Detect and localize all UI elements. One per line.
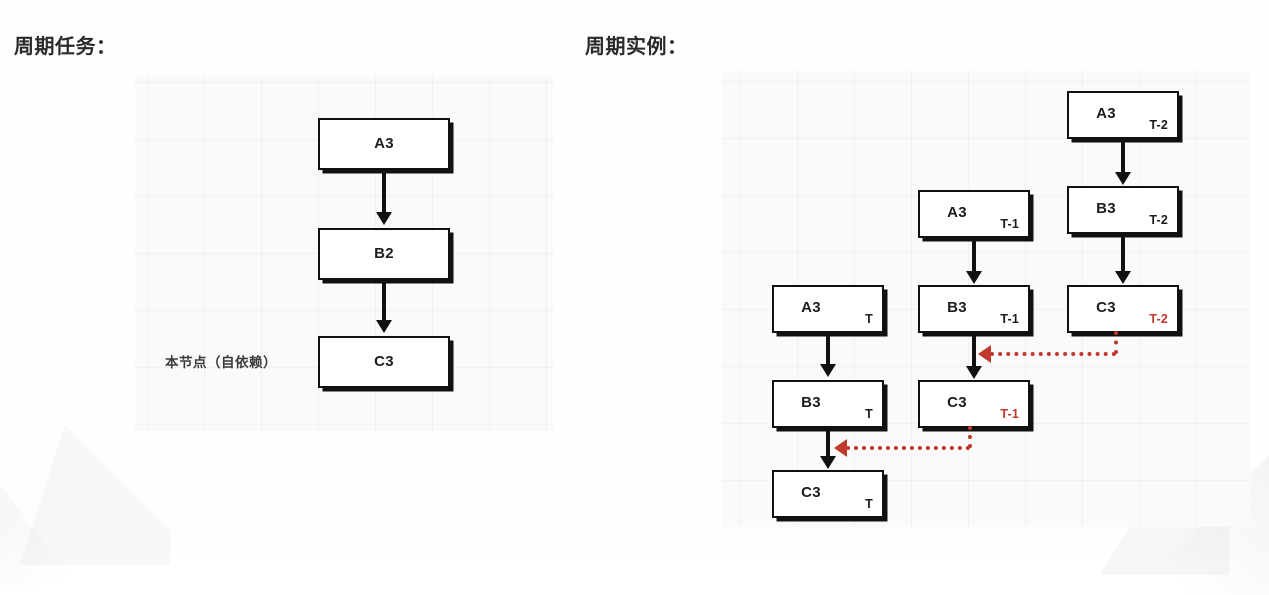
- node-cycle-tag: T: [865, 407, 873, 421]
- node-label: B2: [374, 245, 394, 263]
- node-cycle-tag: T-1: [1000, 407, 1019, 421]
- edge-b3t-to-c3t-arrowhead: [819, 456, 836, 469]
- node-b3-t[interactable]: B3 T: [772, 380, 884, 428]
- node-cycle-tag: T: [865, 312, 873, 326]
- edge-a3t2-to-b3t2-line: [1121, 139, 1125, 174]
- node-label: B3: [801, 394, 821, 412]
- edge-b2-to-c3-line: [382, 280, 386, 323]
- node-cycle-tag: T-2: [1149, 118, 1168, 132]
- decorative-corner-shape-bottom-left-2: [20, 425, 170, 565]
- node-cycle-tag: T: [865, 497, 873, 511]
- edge-b3t2-to-c3t2-arrowhead: [1114, 271, 1131, 284]
- dependency-c3t2-horizontal-segment: [990, 352, 1116, 356]
- dependency-c3t2-arrowhead: [978, 345, 991, 363]
- edge-a3-to-b2-line: [382, 170, 386, 215]
- dependency-c3t1-arrowhead: [834, 439, 847, 457]
- edge-b3t2-to-c3t2-line: [1121, 234, 1125, 273]
- left-panel-title: 周期任务：: [14, 36, 117, 58]
- dependency-c3t1-horizontal-segment: [846, 446, 970, 450]
- node-a3-task[interactable]: A3: [318, 118, 450, 170]
- edge-a3t1-to-b3t1-arrowhead: [965, 271, 982, 284]
- node-label: A3: [374, 135, 394, 153]
- node-cycle-tag: T-1: [1000, 217, 1019, 231]
- node-label: A3: [1096, 105, 1116, 123]
- node-c3-t-minus-2[interactable]: C3 T-2: [1067, 285, 1179, 333]
- edge-b3t1-to-c3t1-arrowhead: [965, 366, 982, 379]
- node-cycle-tag: T-1: [1000, 312, 1019, 326]
- node-c3-t-minus-1[interactable]: C3 T-1: [918, 380, 1030, 428]
- edge-a3t1-to-b3t1-line: [972, 238, 976, 273]
- node-label: B3: [1096, 200, 1116, 218]
- node-b3-t-minus-1[interactable]: B3 T-1: [918, 285, 1030, 333]
- edge-a3t-to-b3t-arrowhead: [819, 364, 836, 377]
- node-a3-t[interactable]: A3 T: [772, 285, 884, 333]
- right-panel-title: 周期实例：: [585, 36, 688, 58]
- edge-a3-to-b2-arrowhead: [375, 212, 392, 225]
- self-dependency-note: 本节点（自依赖）: [165, 355, 277, 370]
- node-label: C3: [374, 353, 394, 371]
- node-label: A3: [801, 299, 821, 317]
- edge-b2-to-c3-arrowhead: [375, 320, 392, 333]
- edge-a3t2-to-b3t2-arrowhead: [1114, 172, 1131, 185]
- node-label: C3: [947, 394, 967, 412]
- node-c3-t[interactable]: C3 T: [772, 470, 884, 518]
- node-label: B3: [947, 299, 967, 317]
- node-b2-task[interactable]: B2: [318, 228, 450, 280]
- node-label: A3: [947, 204, 967, 222]
- node-cycle-tag: T-2: [1149, 312, 1168, 326]
- node-a3-t-minus-1[interactable]: A3 T-1: [918, 190, 1030, 238]
- edge-b3t1-to-c3t1-line: [972, 333, 976, 368]
- node-label: C3: [1096, 299, 1116, 317]
- dependency-c3t1-vertical-segment: [968, 426, 972, 448]
- node-label: C3: [801, 484, 821, 502]
- edge-a3t-to-b3t-line: [826, 333, 830, 366]
- node-c3-task[interactable]: C3: [318, 336, 450, 388]
- node-a3-t-minus-2[interactable]: A3 T-2: [1067, 91, 1179, 139]
- node-b3-t-minus-2[interactable]: B3 T-2: [1067, 186, 1179, 234]
- edge-b3t-to-c3t-line: [826, 428, 830, 458]
- node-cycle-tag: T-2: [1149, 213, 1168, 227]
- dependency-c3t2-vertical-segment: [1114, 331, 1118, 354]
